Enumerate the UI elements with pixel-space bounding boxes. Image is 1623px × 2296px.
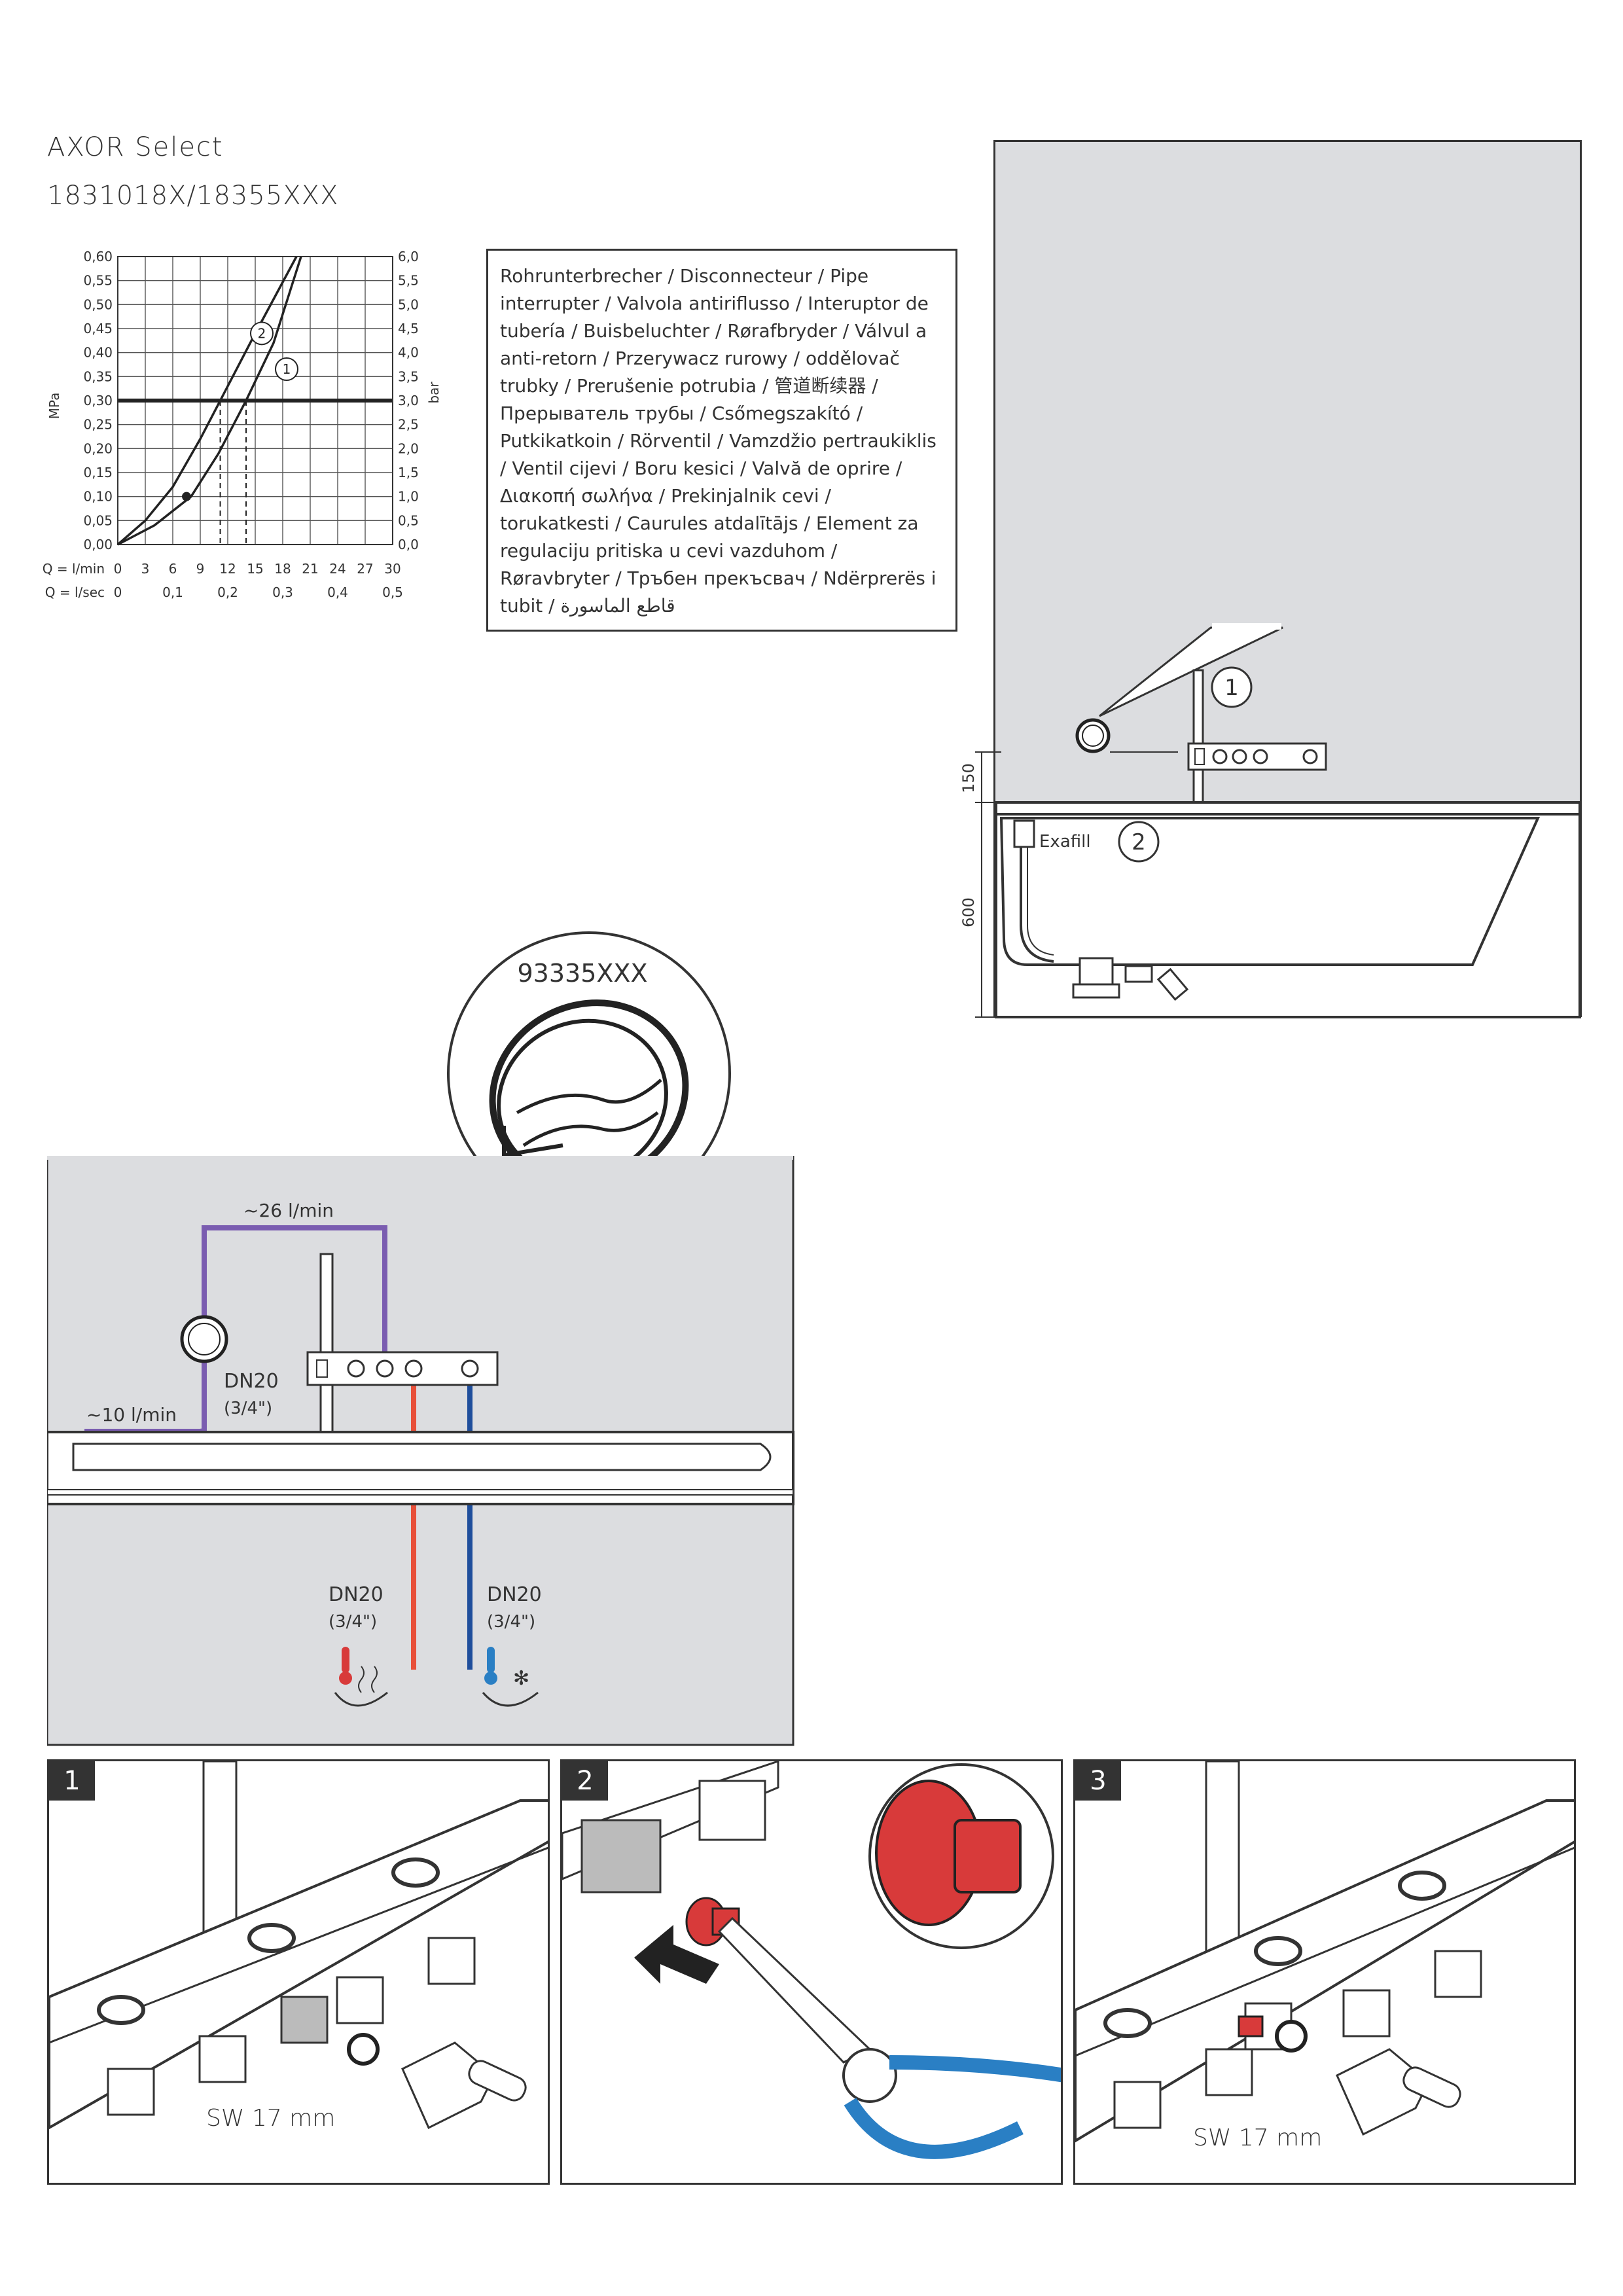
dn20-cold-label: DN20 — [487, 1583, 542, 1606]
x-lsec-tick: 0,3 — [272, 584, 293, 600]
wrench-size-1: SW 17 mm — [206, 2105, 336, 2132]
marker-2-circle — [1118, 821, 1160, 863]
x-lmin-label: Q = l/min — [43, 561, 105, 577]
x-lsec-tick: 0,2 — [217, 584, 238, 600]
x-lmin-tick: 6 — [169, 561, 177, 577]
hot-water-icon — [334, 1647, 388, 1707]
pipe-interrupter-callout: Rohrunterbrecher / Disconnecteur / Pipe … — [486, 249, 957, 632]
series-label-1: 1 — [283, 361, 291, 377]
step-number-1: 1 — [49, 1761, 95, 1801]
series-line-1 — [117, 256, 302, 546]
callout-text: Rohrunterbrecher / Disconnecteur / Pipe … — [500, 265, 936, 617]
x-lmin-tick: 18 — [274, 561, 291, 577]
exafill-label: Exafill — [1039, 832, 1091, 852]
y-right-axis-label: bar — [426, 382, 442, 404]
x-lsec-label: Q = l/sec — [45, 584, 105, 600]
y-right-tick: 6,0 — [398, 249, 419, 264]
step-number-3: 3 — [1075, 1761, 1121, 1801]
y-right-tick: 0,5 — [398, 512, 419, 528]
flow-10-label: ~10 l/min — [86, 1404, 177, 1426]
x-lmin-tick: 3 — [141, 561, 150, 577]
data-marker — [182, 492, 191, 501]
bathtub-rim — [995, 801, 1581, 816]
x-lmin-tick: 30 — [384, 561, 401, 577]
part-number: 93335XXX — [518, 959, 648, 988]
y-right-tick: 2,5 — [398, 417, 419, 433]
series-label-circle-2 — [250, 321, 274, 346]
step-number-2: 2 — [562, 1761, 608, 1801]
marker-1-circle — [1211, 666, 1253, 708]
model-numbers: 1831018X/18355XXX — [47, 181, 339, 211]
step-panel-2: 2 — [560, 1759, 1063, 2185]
dn20-label: DN20 — [224, 1370, 279, 1393]
size-hot-label: (3/4") — [329, 1612, 377, 1632]
y-left-tick: 0,50 — [83, 296, 113, 312]
direction-arrow — [634, 1925, 719, 1984]
series-label-circle-1 — [275, 357, 298, 381]
y-left-tick: 0,40 — [83, 345, 113, 361]
wrench-size-3: SW 17 mm — [1193, 2125, 1323, 2151]
y-right-tick: 3,0 — [398, 393, 419, 408]
size-cold-label: (3/4") — [487, 1612, 535, 1632]
thermostat-panel-install — [306, 1351, 499, 1386]
cold-water-icon: ✻ — [482, 1647, 539, 1707]
step-panel-3: 3 SW 17 mm — [1073, 1759, 1576, 2185]
y-right-tick: 4,0 — [398, 345, 419, 361]
y-left-axis-label: MPa — [46, 393, 62, 420]
x-lmin-tick: 15 — [247, 561, 263, 577]
y-right-tick: 1,5 — [398, 465, 419, 480]
marker-2: 2 — [1132, 829, 1146, 855]
x-lsec-tick: 0,4 — [327, 584, 348, 600]
y-left-tick: 0,15 — [83, 465, 113, 480]
x-lsec-tick: 0 — [114, 584, 122, 600]
y-right-tick: 1,0 — [398, 489, 419, 505]
y-right-tick: 5,0 — [398, 296, 419, 312]
y-right-tick: 2,0 — [398, 440, 419, 456]
dimension-150: 150 — [962, 763, 978, 793]
x-lmin-tick: 9 — [196, 561, 205, 577]
y-left-tick: 0,00 — [83, 537, 113, 552]
y-left-tick: 0,30 — [83, 393, 113, 408]
y-right-tick: 3,5 — [398, 368, 419, 384]
y-left-tick: 0,35 — [83, 368, 113, 384]
svg-text:✻: ✻ — [513, 1667, 529, 1690]
series-label-2: 2 — [258, 325, 266, 341]
x-lmin-tick: 27 — [357, 561, 373, 577]
x-lmin-tick: 24 — [329, 561, 346, 577]
x-lmin-tick: 12 — [219, 561, 236, 577]
y-left-tick: 0,55 — [83, 273, 113, 289]
y-left-tick: 0,25 — [83, 417, 113, 433]
x-lsec-tick: 0,5 — [382, 584, 403, 600]
dimension-600: 600 — [962, 897, 978, 927]
y-right-tick: 4,5 — [398, 321, 419, 336]
dn20-hot-label: DN20 — [329, 1583, 383, 1606]
y-left-tick: 0,10 — [83, 489, 113, 505]
y-left-tick: 0,60 — [83, 249, 113, 264]
x-lmin-tick: 21 — [302, 561, 318, 577]
step-1-illustration — [49, 1761, 548, 2130]
chart-frame — [117, 256, 393, 545]
y-left-tick: 0,05 — [83, 512, 113, 528]
x-lsec-tick: 0,1 — [162, 584, 183, 600]
y-left-tick: 0,45 — [83, 321, 113, 336]
callout-pointer — [1099, 626, 1283, 717]
flow-26-label: ~26 l/min — [243, 1200, 334, 1221]
size-label: (3/4") — [224, 1399, 272, 1418]
installation-diagram: ~26 l/min ~10 l/min DN20 (3/4") DN20 (3/… — [47, 1156, 794, 1746]
brand-title: AXOR Select — [47, 132, 224, 162]
marker-1: 1 — [1224, 675, 1239, 701]
callout-pointer-mask — [1212, 623, 1281, 630]
pliers-icon — [717, 1916, 1061, 2159]
y-right-tick: 5,5 — [398, 273, 419, 289]
step-2-illustration — [562, 1761, 1061, 2159]
step-panel-1: 1 SW 17 mm — [47, 1759, 550, 2185]
thermostat-panel — [1187, 742, 1327, 771]
bath-installation-view: 1 Exafill 2 150 600 — [962, 623, 1581, 1018]
y-left-tick: 0,20 — [83, 440, 113, 456]
x-lmin-tick: 0 — [114, 561, 122, 577]
y-right-tick: 0,0 — [398, 537, 419, 552]
step-3-illustration — [1075, 1761, 1574, 2143]
